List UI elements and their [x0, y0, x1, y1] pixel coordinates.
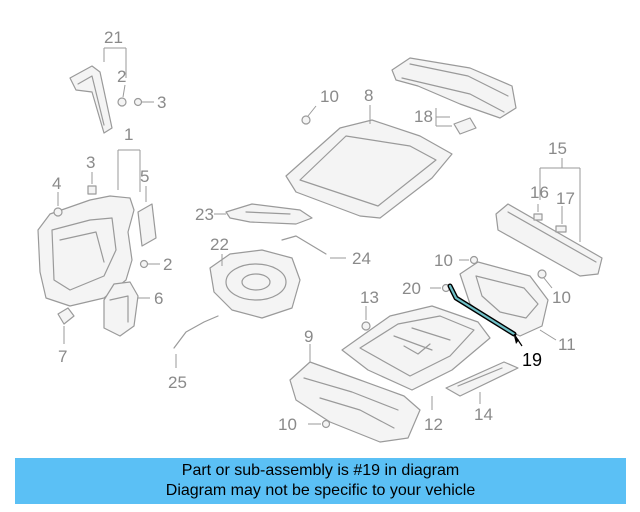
banner-line-2: Diagram may not be specific to your vehi… [165, 482, 476, 499]
part-8-floor-board [285, 105, 453, 219]
banner-line-1: Part or sub-assembly is #19 in diagram [181, 462, 460, 479]
part-16-clip [533, 204, 543, 221]
part-1-quarter-trim [37, 149, 141, 307]
part-2-clip-right [139, 259, 160, 269]
label-2-right: 2 [163, 255, 172, 274]
label-15: 15 [548, 139, 567, 158]
part-tonneau-cover [391, 57, 517, 119]
part-4-fastener [53, 192, 63, 217]
part-2-clip-top [117, 84, 127, 107]
label-11: 11 [558, 335, 576, 354]
label-10-bottom: 10 [278, 415, 297, 434]
label-19: 19 [522, 350, 542, 370]
part-3-bolt-top [133, 97, 154, 107]
part-14-mat [445, 361, 519, 404]
part-6-bracket [103, 281, 150, 337]
info-banner: Part or sub-assembly is #19 in diagram D… [15, 458, 626, 504]
label-10-right-top: 10 [434, 251, 453, 270]
label-3-left: 3 [86, 153, 95, 172]
part-13-fastener [361, 306, 371, 331]
part-22-tire-tray [209, 249, 301, 319]
label-18: 18 [414, 107, 433, 126]
label-12: 12 [424, 415, 443, 434]
label-24: 24 [352, 249, 371, 268]
label-10-right: 10 [552, 288, 571, 307]
part-10-clip-right [537, 269, 553, 289]
label-2-top: 2 [117, 67, 126, 86]
part-5-cover [137, 186, 157, 247]
part-10-clip-bottom [308, 419, 331, 429]
label-1: 1 [124, 125, 133, 144]
part-18-bracket [435, 108, 477, 135]
label-7: 7 [58, 347, 67, 366]
part-10-clip-right-top [459, 255, 479, 265]
label-20: 20 [402, 279, 421, 298]
label-16: 16 [530, 183, 549, 202]
label-17: 17 [556, 189, 575, 208]
arrow-icon [514, 336, 519, 344]
part-23-jack [214, 203, 313, 225]
part-9-rear-panel [289, 344, 421, 443]
label-8: 8 [364, 86, 373, 105]
label-4: 4 [52, 174, 61, 193]
label-5: 5 [140, 167, 149, 186]
part-19-highlighted-strip [447, 283, 523, 347]
part-21-pillar-trim [69, 47, 127, 134]
part-15-sill-plate [495, 158, 603, 277]
part-3-clip-left [87, 172, 97, 195]
part-25-strap [173, 315, 219, 368]
part-17-clip [555, 206, 567, 233]
label-6: 6 [154, 289, 163, 308]
label-13: 13 [360, 288, 379, 307]
parts-diagram: 21 2 3 1 3 4 5 2 6 [37, 28, 603, 443]
label-21: 21 [104, 28, 123, 47]
part-24-tool-rod [281, 235, 346, 259]
part-7-hook [57, 307, 75, 344]
part-10-clip-top [301, 105, 317, 125]
part-20-clip [430, 283, 451, 293]
label-10-top: 10 [320, 87, 339, 106]
label-25: 25 [168, 373, 187, 392]
label-9: 9 [304, 327, 313, 346]
label-3-top: 3 [157, 93, 166, 112]
label-23: 23 [195, 205, 214, 224]
part-12-trunk-floor [341, 305, 491, 410]
label-22: 22 [210, 235, 229, 254]
label-14: 14 [474, 405, 493, 424]
